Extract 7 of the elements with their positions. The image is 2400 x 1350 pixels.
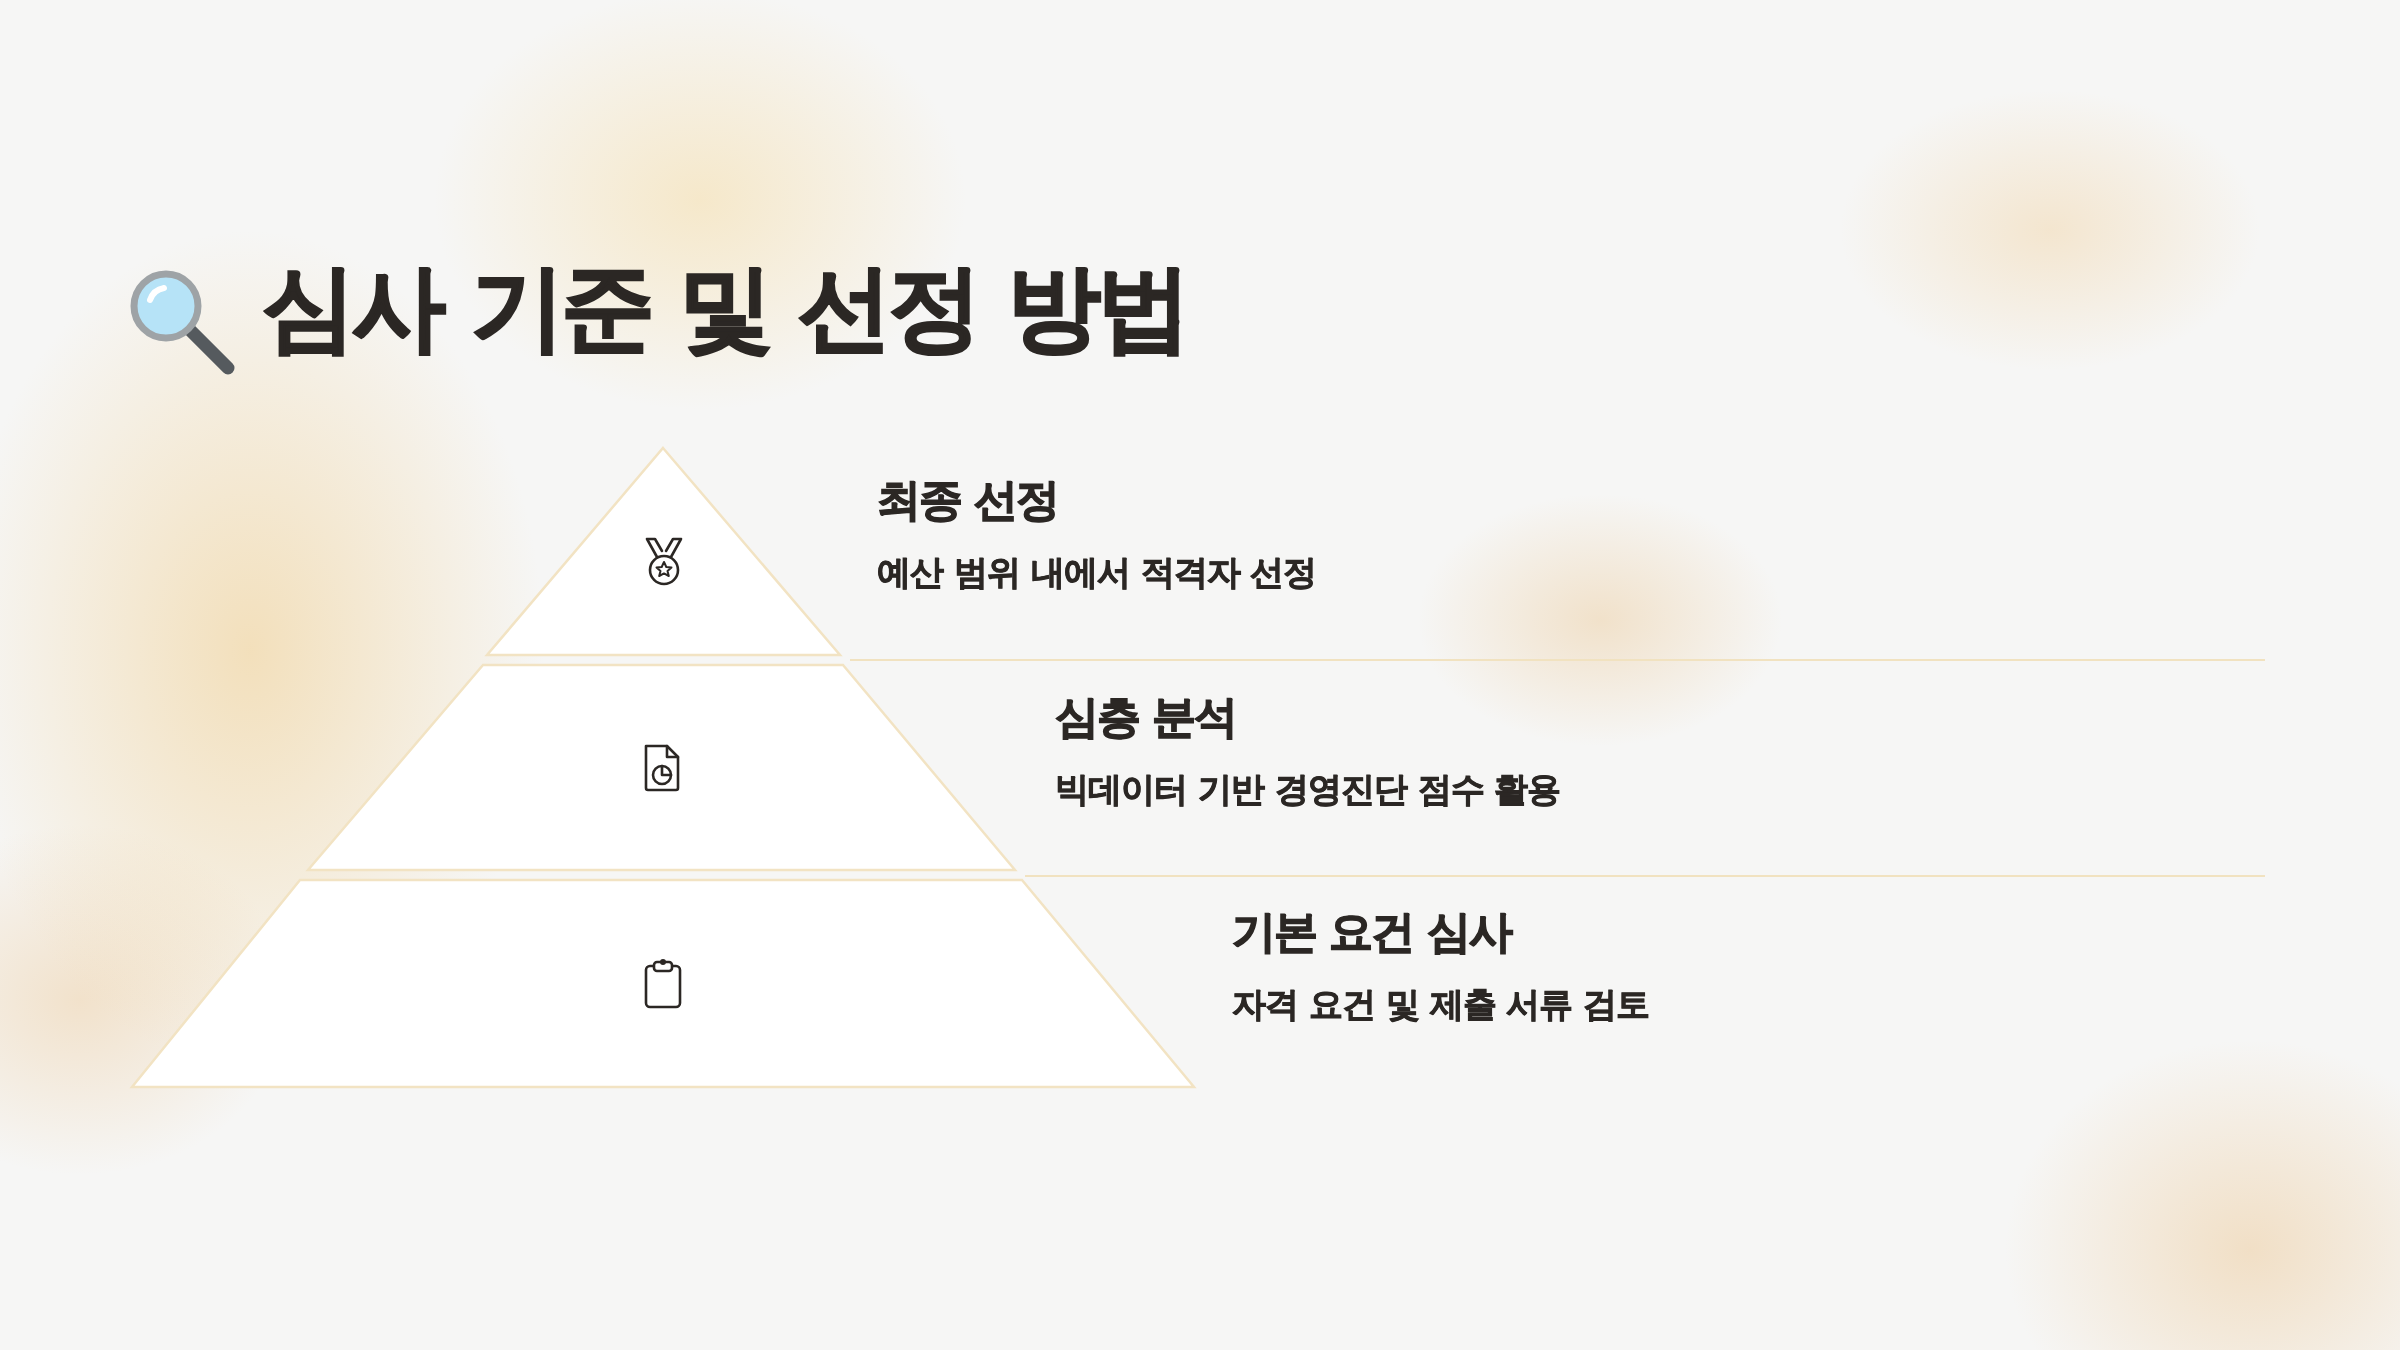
layer-heading: 기본 요건 심사 [1232, 905, 1513, 959]
layer-heading: 심층 분석 [1055, 690, 1238, 744]
layer-description: 예산 범위 내에서 적격자 선정 [877, 551, 1317, 594]
layer-description: 자격 요건 및 제출 서류 검토 [1232, 983, 1650, 1026]
page-title: 심사 기준 및 선정 방법 [262, 252, 1187, 364]
layer-heading: 최종 선정 [877, 473, 1060, 527]
layer-description: 빅데이터 기반 경영진단 점수 활용 [1055, 768, 1561, 811]
